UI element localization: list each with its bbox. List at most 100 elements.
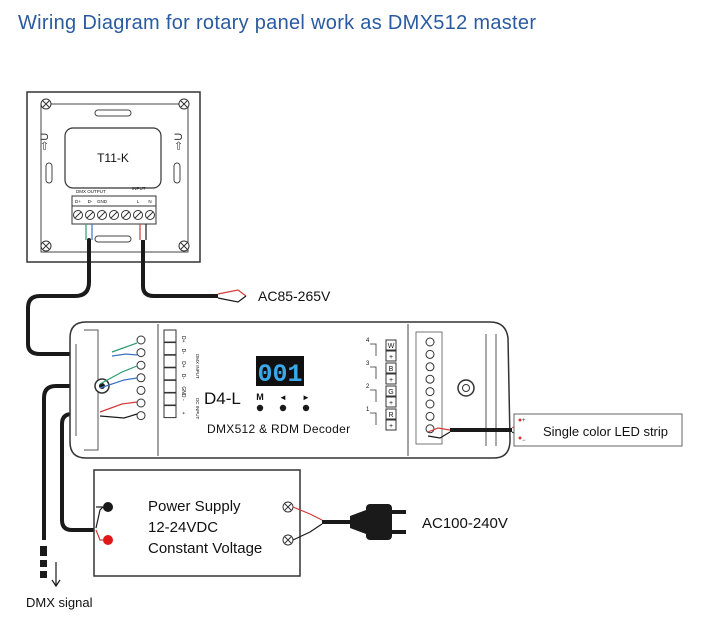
channel-number: 3 [366, 361, 370, 367]
display-digits: 001 [257, 360, 302, 389]
panel-input-label: INPUT [132, 186, 146, 191]
right-terminal-screw-icon [425, 374, 435, 384]
button-label-m: M [256, 392, 264, 402]
power-supply-line3: Constant Voltage [148, 540, 262, 557]
panel-terminal-label: D+ [75, 199, 81, 204]
left-terminal-label: + [180, 412, 186, 415]
power-supply-positive-terminal [103, 535, 113, 545]
ac-power-label: AC100-240V [422, 515, 508, 532]
mounting-hole-icon [94, 378, 110, 394]
dc-input-label: DC INPUT [195, 398, 200, 420]
panel-dmx-output-label: DMX OUTPUT [76, 189, 106, 194]
channel-number: 2 [366, 384, 370, 390]
led-strip-label: Single color LED strip [543, 424, 668, 439]
m-button[interactable] [256, 404, 264, 412]
left-terminal-screw-icon [136, 335, 146, 345]
channel-plus-box [385, 396, 397, 408]
ac-cable-panel [141, 240, 218, 298]
channel-plus-box [385, 350, 397, 362]
dmx-signal-cable [42, 384, 96, 540]
channel-box [385, 408, 397, 420]
svg-text:⇨U: ⇨U [39, 133, 51, 150]
left-terminal-screw-icon [136, 373, 146, 383]
left-terminal-screw-icon [136, 411, 146, 421]
left-terminal-box [163, 392, 177, 406]
led-display [256, 356, 304, 386]
right-terminal-screw-icon [425, 399, 435, 409]
left-terminal-label: GND [180, 386, 186, 398]
left-terminal-label: D- [180, 374, 186, 380]
decoder-unit: D+ D- D+ D- GND- + DMX INPUT DC INPUT 001 M ◄… [69, 321, 511, 459]
dmx-signal-arrow-icon [51, 562, 61, 588]
channel-label: B [389, 366, 394, 373]
left-terminal-label: D+ [180, 361, 186, 368]
channel-plus-label: + [389, 400, 393, 407]
panel-terminal-block: D+ D- GND L N [71, 195, 157, 225]
right-button[interactable] [302, 404, 310, 412]
dmx-signal-label: DMX signal [26, 595, 93, 610]
decoder-subtitle: DMX512 & RDM Decoder [207, 422, 350, 436]
power-supply-line1: Power Supply [148, 498, 241, 515]
channel-plus-label: + [389, 423, 393, 430]
channel-box [385, 339, 397, 351]
dmx-cable-panel-to-decoder [26, 238, 114, 356]
mounting-hole-icon [457, 379, 475, 397]
power-supply: Power Supply 12-24VDC Constant Voltage [93, 469, 301, 577]
power-supply-negative-terminal [103, 502, 113, 512]
left-terminal-box [163, 379, 177, 393]
button-label-right: ► [302, 393, 310, 402]
panel-terminal-label: L [137, 199, 140, 204]
channel-label: G [388, 389, 393, 396]
channel-plus-box [385, 419, 397, 431]
decoder-model-label: D4-L [204, 389, 241, 408]
channel-label: W [388, 343, 395, 350]
right-terminal-screw-icon [425, 362, 435, 372]
svg-text:−: − [522, 438, 526, 444]
led-strip: + − Single color LED strip [513, 413, 683, 447]
left-terminal-box [163, 367, 177, 381]
left-terminal-screw-icon [136, 398, 146, 408]
svg-text:+: + [522, 418, 526, 424]
channel-label: R [388, 412, 393, 419]
panel-terminal-label: N [148, 199, 151, 204]
panel-terminal-label: D- [88, 199, 93, 204]
left-terminal-box [163, 354, 177, 368]
left-terminal-label: D+ [180, 336, 186, 343]
left-terminal-box [163, 329, 177, 343]
left-terminal-screw-icon [136, 385, 146, 395]
panel-model-label: T11-K [97, 151, 129, 165]
channel-plus-box [385, 373, 397, 385]
svg-text:⇨U: ⇨U [173, 133, 185, 150]
left-terminal-box [163, 342, 177, 356]
ac-plug-icon [350, 504, 406, 540]
power-supply-line2: 12-24VDC [148, 519, 218, 536]
rotary-panel: ⇨U ⇨U T11-K DMX OUTPUT INPUT D+ D- GND L N [26, 91, 201, 263]
left-terminal-label: D- [180, 349, 186, 355]
left-terminal-screw-icon [136, 348, 146, 358]
right-terminal-screw-icon [425, 387, 435, 397]
channel-number: 1 [366, 407, 370, 413]
left-button[interactable] [279, 404, 287, 412]
ac-panel-label: AC85-265V [258, 288, 331, 304]
button-label-left: ◄ [279, 393, 287, 402]
left-terminal-screw-icon [136, 360, 146, 370]
decoder-left-terminals: D+ D- D+ D- GND- + [136, 329, 186, 421]
decoder-right-terminals: W +4B +3G +2R +1 [366, 331, 443, 445]
channel-plus-label: + [389, 377, 393, 384]
channel-box [385, 385, 397, 397]
panel-screw-icon [40, 98, 190, 252]
panel-terminal-label: GND [97, 199, 108, 204]
decoder-dmx-wires [99, 342, 138, 419]
dc-power-cable [60, 412, 100, 532]
left-terminal-box [163, 405, 177, 419]
channel-plus-label: + [389, 354, 393, 361]
diagram-title: Wiring Diagram for rotary panel work as … [18, 12, 537, 34]
channel-box [385, 362, 397, 374]
right-terminal-screw-icon [425, 349, 435, 359]
right-terminal-screw-icon [425, 411, 435, 421]
left-terminal-label: - [180, 399, 186, 401]
channel-number: 4 [366, 338, 370, 344]
dmx-input-label: DMX INPUT [195, 354, 200, 379]
right-terminal-screw-icon [425, 337, 435, 347]
